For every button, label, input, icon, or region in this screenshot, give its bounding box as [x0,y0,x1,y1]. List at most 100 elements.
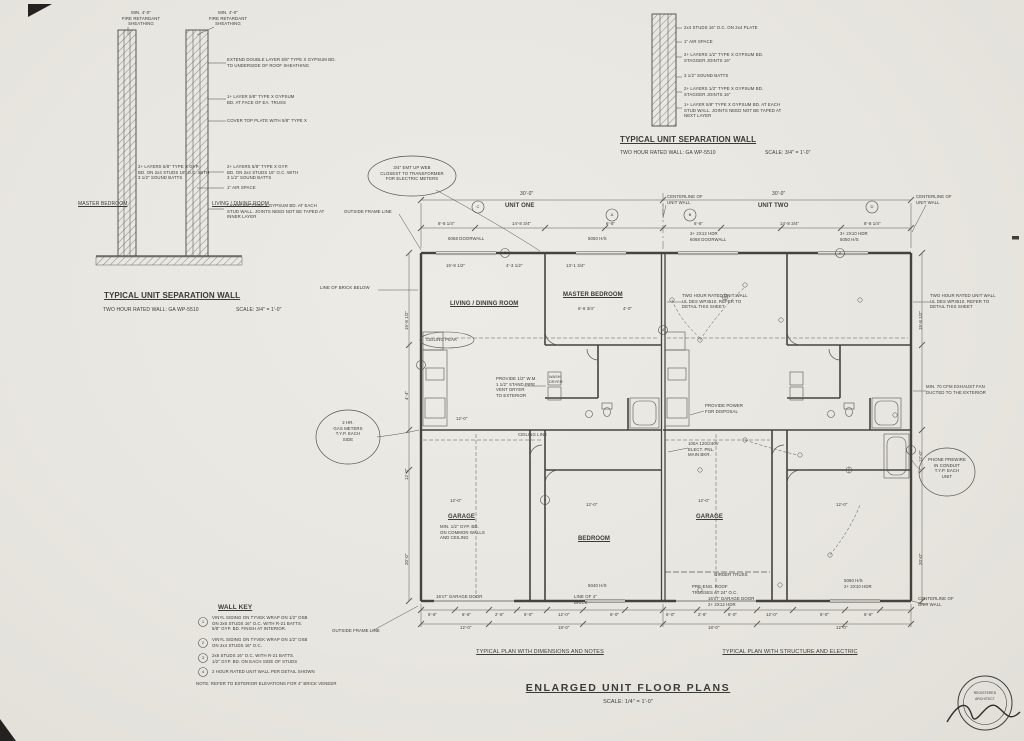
plan-dashed-lines [423,193,908,598]
seal-text-1: REGISTERED [973,691,997,695]
note-inner-layer-right: 1+ LAYER 5/8" TYPE X GYPSUM BD. AT EACH … [684,102,782,119]
note-studs-plate: 2x4 STUDS 16" O.C. ON 2x4 PLATE [684,25,758,30]
detail-right-title: TYPICAL UNIT SEPARATION WALL [620,135,757,144]
interior-dim: 12'-0" [586,502,598,507]
centerline-note-top: CENTERLINE OF UNIT WALL [667,194,703,205]
room-garage-1: GARAGE [448,514,475,520]
garage-door-label-1: 16'x7' GARAGE DOOR [436,594,483,599]
ceiling-line-label: CEILING LINE [518,432,548,437]
bottom-dim: 6'-0" [820,612,830,617]
note-layers-b: 2+ LAYERS 1/2" TYPE X GYPSUM BD. STAGGER… [684,86,764,97]
wall-key-num-1: 1 [201,619,205,624]
wall-key-ref: 2 [503,250,507,255]
wall-key-item-1: VINYL SIDING ON TYVEK WRAP ON 1/2" OSB O… [212,615,308,632]
grid-bubble-c: C [476,204,480,209]
bottom-dim: 2'-6" [495,612,505,617]
plan-leaders [315,155,976,632]
detail-left-rating: TWO HOUR RATED WALL: GA WP-5510 [103,307,199,313]
wall-key-item-4: 2 HOUR RATED UNIT WALL PER DETAIL SHOWN [212,669,315,674]
bottom-dim: 6'-6" [864,612,874,617]
wall-key-ref: 4 [661,327,665,332]
side-dim-right: 20'-0" [918,553,923,565]
dim-total-left: 30'-0" [520,191,534,197]
garage-door-label-2: 16'x7' GARAGE DOOR 2+ 2X12 HDR [708,596,755,607]
top-dim: 6'-6" [694,221,704,226]
detail-left-title: TYPICAL UNIT SEPARATION WALL [104,291,241,300]
note-layers-right: 2+ LAYERS 5/8" TYPE X GYP. BD. ON 2x4 ST… [227,164,299,181]
ceiling-peak-label: CEILING PEAK [426,337,458,342]
two-hour-wall-note-left: TWO HOUR RATED UNIT WALL UL DES WP3510. … [682,293,748,310]
garage-gypsum-note: MIN. 1/2" GYP. BD. ON COMMON WALLS AND C… [440,524,485,541]
unit-one-label: UNIT ONE [505,203,535,209]
disposal-note: PROVIDE POWER FOR DISPOSAL [705,403,744,414]
top-dim: 14'-8 3/4" [780,221,800,226]
bottom-dim2: 18'-0" [558,625,570,630]
washer-dryer-label: WASH DRYER [549,375,563,384]
room-master-bedroom: MASTER BEDROOM [78,201,128,207]
note-inner-layer: LAYER 5/8" TYPE X GYPSUM BD. AT EACH STU… [227,203,325,220]
plan-openings [434,251,880,603]
room-living: LIVING / DINING ROOM [450,301,519,307]
side-dim-right: 12'-0" [918,450,923,462]
interior-dim: 12'-0" [836,502,848,507]
wall-key-num-3: 3 [201,655,205,660]
wall-key-num-2: 2 [201,640,205,645]
window-5060-label: 5060 H/S 2+ 2X10 HDR [844,578,872,589]
wall-key-ref: 2 [838,250,842,255]
bottom-dim: 6'-0" [728,612,738,617]
top-dim: 14'-8 3/4" [512,221,532,226]
wall-key-ref: 3 [543,497,547,502]
wall-key-ref: 1 [419,362,423,367]
side-dim-left: 20'-0" [404,553,409,565]
room-living-dining: LIVING / DINING ROOM [212,201,270,207]
note-layer-truss: 1+ LAYER 5/8" TYPE X GYPSUM BD. AT FACE … [227,94,295,105]
plan-walls [419,251,913,603]
dim-ticks [405,196,926,628]
bottom-dim: 6'-0" [524,612,534,617]
brick-below-note: LINE OF BRICK BELOW [320,285,370,290]
interior-dim: 6'-8 3/4" [578,306,595,311]
standpipe-note: PROVIDE 1/2" W.M. 1 1/2" STAND PIPE VENT… [496,376,537,398]
detail-right-rating: TWO HOUR RATED WALL: GA WP-5510 [620,150,716,156]
interior-dim: 4'-3 1/2" [506,263,523,268]
header-doorwall-right: 3+ 2X12 HDR 6068 DOORWALL [690,231,727,242]
phone-prewire-callout: PHONE PREWIRE IN CONDUIT T.Y.P. EACH UNI… [928,457,966,479]
outside-frame-note-top: OUTSIDE FRAME LINE [344,209,392,214]
side-dim-right: 15'-8 1/2" [918,310,923,330]
wall-key-title: WALL KEY [218,604,253,611]
scan-artifacts [0,4,1019,741]
top-dim: 8'-8 1/4" [864,221,881,226]
interior-dim: 15'-8 1/2" [446,263,466,268]
side-dim-left: 15'-8 1/2" [404,310,409,330]
room-master: MASTER BEDROOM [563,292,623,298]
reference-bubbles [198,200,916,677]
note-air-space-right: 1" AIR SPACE [684,39,713,44]
interior-dim: 12'-0" [698,498,710,503]
top-dim: 6'-6" [606,221,616,226]
bottom-dim2: 12'-0" [836,625,848,630]
centerline-note-bottomright: CENTERLINE OF UNIT WALL [918,596,954,607]
trusses-note: PRE-ENG. ROOF TRUSSES AT 24" O.C. [692,584,738,595]
room-bedroom: BEDROOM [578,536,611,542]
wall-key-item-2: VINYL SIDING ON TYVEK WRAP ON 1/2" OSB O… [212,637,308,648]
grid-bubble-d: D [870,204,874,209]
note-sound-batts: 3 1/2" SOUND BATTS [684,73,729,78]
bottom-dim: 6'-0" [666,612,676,617]
header-window-left: 5050 H/S [588,236,607,241]
header-window-right: 3+ 2X10 HDR 5050 H/S [840,231,868,242]
brick-line-label: LINE OF 4" BRICK [574,594,597,605]
note-cover-plate: COVER TOP PLATE WITH 5/8" TYPE X [227,118,308,123]
unit-two-label: UNIT TWO [758,203,789,209]
outside-frame-note-bottom: OUTSIDE FRAME LINE [332,628,380,633]
centerline-note-topright: CENTERLINE OF UNIT WALL [916,194,952,205]
side-dim-left: 12'-0" [404,468,409,480]
girder-truss-label: GIRDER TRUSS [714,572,748,577]
interior-dim: 12'-0" [450,498,462,503]
exhaust-fan-note: MIN. 70 CFM EXHAUST FAN DUCTED TO THE EX… [926,384,986,395]
top-dim: 8'-8 1/4" [438,221,455,226]
room-garage-2: GARAGE [696,514,723,520]
gas-meters-callout: 2 HR. GAS METERS T.Y.P. EACH SIDE [333,420,363,442]
note-extend-gypsum: EXTEND DOUBLE LAYER 5/8" TYPE X GYPSUM B… [227,57,336,68]
caption-dimensions: TYPICAL PLAN WITH DIMENSIONS AND NOTES [476,649,604,655]
